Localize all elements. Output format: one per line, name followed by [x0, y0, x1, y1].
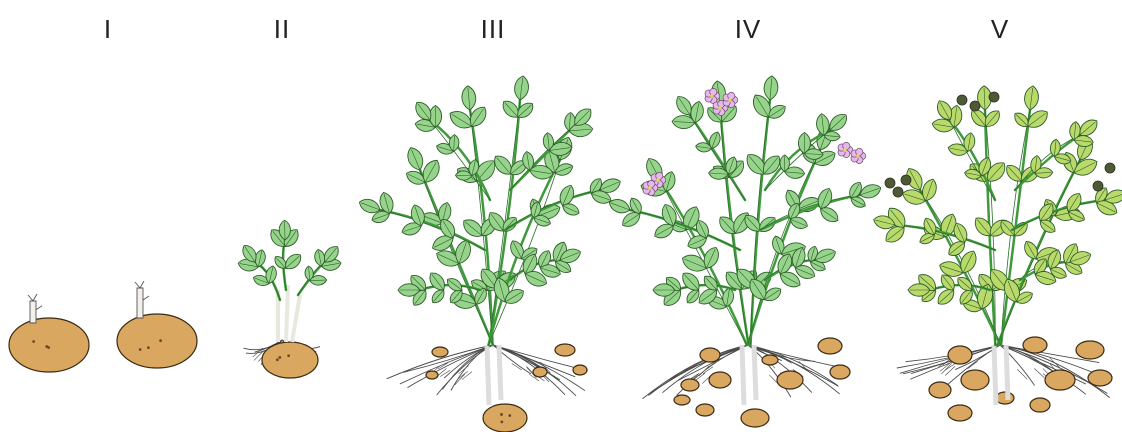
flower-petal: [843, 142, 850, 149]
leaf: [858, 182, 883, 201]
tuber: [674, 395, 690, 405]
flower: [851, 148, 866, 163]
berry: [901, 175, 911, 185]
sprout: [30, 301, 36, 323]
rootlet: [1034, 369, 1044, 378]
flower: [838, 142, 853, 157]
stage-3-mature-plant: [357, 75, 622, 432]
leaf: [1023, 85, 1040, 111]
flower-center: [710, 94, 714, 98]
berry: [989, 92, 999, 102]
berry: [1105, 163, 1115, 173]
tuber: [1023, 337, 1047, 353]
flower-center: [718, 106, 722, 110]
tuber: [432, 347, 448, 357]
root: [493, 345, 560, 380]
leaf: [513, 75, 530, 101]
tuber: [681, 379, 699, 391]
tuber: [929, 382, 951, 398]
tuber: [961, 370, 989, 390]
flower-petal: [656, 172, 663, 179]
underground-stem: [487, 345, 501, 405]
tuber: [483, 404, 527, 432]
berry: [957, 95, 967, 105]
tuber: [117, 314, 197, 368]
flower-center: [843, 148, 847, 152]
tuber: [1088, 370, 1112, 386]
root: [493, 345, 560, 382]
tuber-eye: [287, 354, 290, 357]
tuber: [709, 372, 731, 388]
tuber: [555, 344, 575, 356]
tuber-eye: [139, 348, 142, 351]
tuber: [573, 365, 587, 375]
leaf: [763, 75, 779, 100]
rootlet: [1017, 369, 1027, 379]
berry: [893, 187, 903, 197]
tuber: [426, 371, 438, 379]
tuber: [533, 367, 547, 377]
berry: [1093, 181, 1103, 191]
flower-petal: [728, 92, 735, 99]
tuber: [948, 346, 972, 364]
tuber: [762, 355, 778, 365]
tuber: [1045, 370, 1075, 390]
tuber-eye: [159, 339, 162, 342]
flower-petal: [710, 88, 717, 95]
tuber: [777, 371, 803, 389]
flower-center: [656, 178, 660, 182]
tuber-eye: [32, 340, 35, 343]
leaf: [426, 269, 448, 293]
tuber: [700, 348, 720, 362]
leaf: [461, 85, 477, 110]
tuber: [696, 404, 714, 416]
stem: [430, 120, 490, 200]
tuber: [262, 342, 318, 378]
tuber: [9, 318, 89, 372]
flower: [723, 92, 738, 107]
tuber: [996, 392, 1014, 404]
rootlet: [945, 366, 955, 375]
tuber: [1076, 341, 1104, 359]
stage-4-flowering-plant: [607, 75, 883, 427]
flower-center: [856, 154, 860, 158]
flower-center: [648, 186, 652, 190]
tuber-eye: [508, 414, 511, 417]
young-stems: [278, 285, 300, 342]
berry: [885, 178, 895, 188]
stage-5-senescent-plant: [872, 85, 1122, 421]
flower-petal: [856, 148, 863, 155]
tuber-eye: [45, 345, 48, 348]
leaf: [679, 269, 704, 294]
rootlet: [968, 361, 978, 369]
tuber-eye: [147, 346, 150, 349]
tuber-eye: [278, 356, 281, 359]
flower-petal: [648, 180, 655, 187]
berry: [970, 101, 980, 111]
tuber: [830, 365, 850, 379]
tuber: [741, 409, 769, 427]
tuber: [818, 338, 842, 354]
stage-2-young-plant: [237, 220, 342, 378]
stage-1-tubers: [9, 281, 197, 372]
leaf: [404, 145, 426, 173]
tuber: [948, 405, 972, 421]
flower-center: [728, 98, 732, 102]
tuber-eye: [500, 420, 503, 423]
root: [403, 345, 493, 372]
tuber: [1030, 398, 1050, 412]
tuber-eye: [500, 413, 503, 416]
tuber-eye: [276, 358, 279, 361]
underground-stem: [742, 345, 756, 405]
sprout: [137, 288, 143, 318]
